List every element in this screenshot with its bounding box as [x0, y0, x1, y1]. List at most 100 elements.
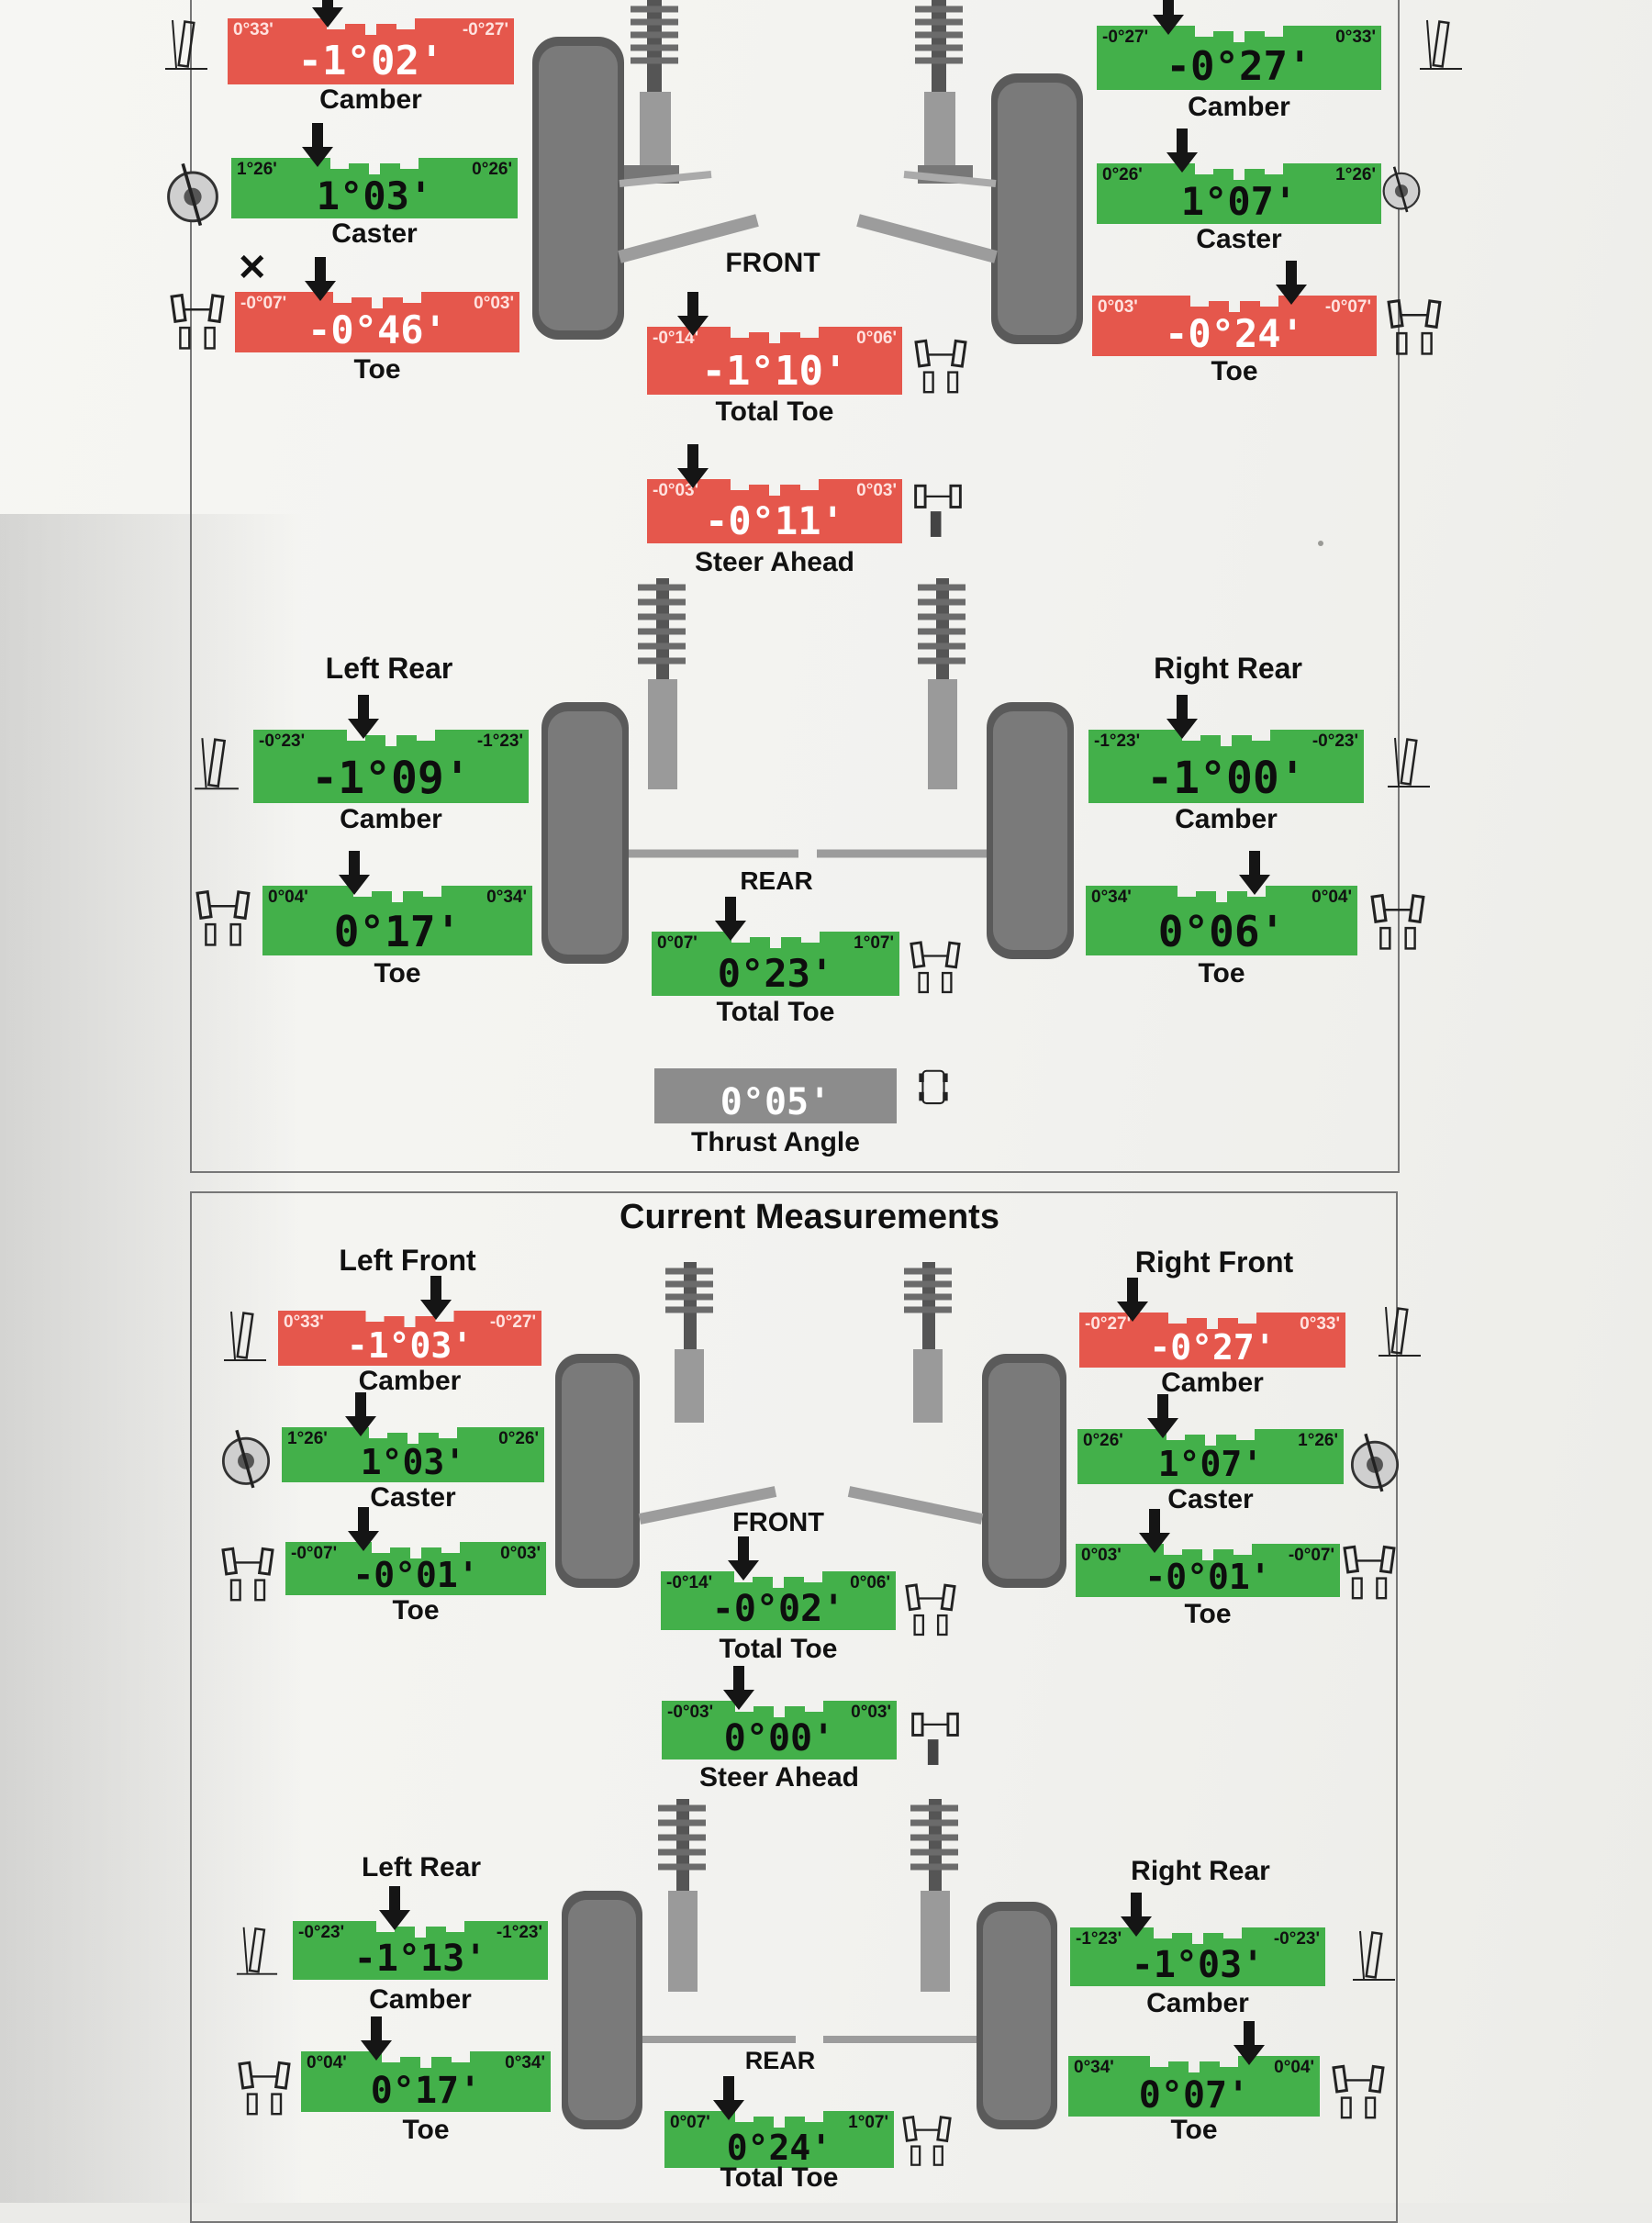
- arrow-down-icon: [1117, 1278, 1148, 1322]
- before-thrust-angle-bar-shape: [654, 1068, 897, 1123]
- before-lf-caster-caption: Caster: [331, 218, 418, 249]
- current-steer-ahead-bar: -0°03'0°03'0°00': [662, 1701, 897, 1759]
- before-lr-toe-min-limit: 0°04': [268, 888, 308, 907]
- arrow-down-icon: [1276, 261, 1307, 305]
- toe-icon: [914, 339, 967, 394]
- rear-axle-label: REAR: [740, 866, 813, 895]
- before-lr-camber-min-limit: -0°23': [259, 732, 306, 751]
- before-lf-camber-value: -1°02': [297, 38, 444, 84]
- caster-icon: [221, 1429, 271, 1489]
- current-rear-total-toe-max-limit: 1°07': [848, 2113, 888, 2132]
- before-lf-toe-min-limit: -0°07': [240, 294, 287, 313]
- before-lr-camber-bar-shape: [253, 730, 529, 803]
- current-lr-camber-min-limit: -0°23': [298, 1923, 345, 1942]
- current-rr-toe-value: 0°07': [1138, 2074, 1250, 2117]
- before-front-total-toe-bar: -0°14'0°06'-1°10': [647, 327, 902, 395]
- current-rf-caster-max-limit: 1°26': [1298, 1431, 1338, 1450]
- current-rr-camber-min-limit: -1°23': [1076, 1929, 1122, 1949]
- current-rf-caster-value: 1°07': [1157, 1444, 1264, 1484]
- current-steer-ahead-max-limit: 0°03': [851, 1703, 891, 1722]
- arrow-down-icon: [1152, 0, 1184, 35]
- current-rf-toe-bar-shape: [1076, 1544, 1340, 1597]
- before-rr-camber-gauge: -1°23'-0°23'-1°00': [1088, 730, 1364, 803]
- arrow-down-icon: [727, 1536, 759, 1581]
- current-rf-camber-max-limit: 0°33': [1300, 1314, 1340, 1334]
- before-rf-caster-bar: 0°26'1°26'1°07': [1097, 163, 1381, 224]
- current-lf-caster-bar: 1°26'0°26'1°03': [282, 1427, 544, 1482]
- current-lf-caster-gauge: 1°26'0°26'1°03': [282, 1427, 544, 1482]
- current-rf-toe-gauge: 0°03'-0°07'-0°01': [1076, 1544, 1340, 1597]
- current-steer-ahead-value: 0°00': [723, 1717, 835, 1759]
- current-rf-camber-bar-shape: [1079, 1313, 1345, 1368]
- left-rear-heading: Left Rear: [325, 652, 453, 685]
- current-rf-camber-bar: -0°27'0°33'-0°27': [1079, 1313, 1345, 1368]
- before-panel: [190, 0, 1400, 1173]
- current-rear-total-toe-caption: Total Toe: [720, 2162, 839, 2193]
- current-lr-camber-caption: Camber: [369, 1984, 472, 2015]
- current-lr-toe-bar: 0°04'0°34'0°17': [301, 2051, 551, 2112]
- right-rear-heading-current: Right Rear: [1131, 1856, 1270, 1886]
- before-front-total-toe-max-limit: 0°06': [856, 329, 897, 348]
- camber-icon: [236, 1927, 278, 1975]
- current-lf-toe-gauge: -0°07'0°03'-0°01': [285, 1542, 546, 1595]
- arrow-down-icon: [723, 1666, 755, 1710]
- camber-icon: [224, 1311, 266, 1361]
- arrow-down-icon: [344, 1392, 376, 1436]
- front-axle-label-current: FRONT: [732, 1508, 824, 1537]
- toe-icon: [902, 2115, 952, 2166]
- before-lr-toe-bar-shape: [262, 886, 532, 955]
- before-rf-toe-bar-shape: [1092, 296, 1377, 356]
- right-front-heading: Right Front: [1134, 1246, 1294, 1279]
- current-lf-toe-max-limit: 0°03': [500, 1544, 541, 1563]
- before-rf-camber-bar: -0°27'0°33'-0°27': [1097, 26, 1381, 90]
- left-front-heading: Left Front: [339, 1244, 476, 1277]
- current-lf-toe-caption: Toe: [392, 1595, 440, 1625]
- rear-suspension-illustration-current: [562, 1799, 1057, 2129]
- current-lf-camber-min-limit: 0°33': [284, 1313, 324, 1332]
- arrow-down-icon: [715, 897, 747, 941]
- before-rf-camber-gauge: -0°27'0°33'-0°27': [1097, 26, 1381, 90]
- before-lr-toe-max-limit: 0°34': [486, 888, 527, 907]
- camber-icon: [1420, 19, 1462, 70]
- arrow-down-icon: [1166, 695, 1198, 739]
- arrow-down-icon: [360, 2016, 392, 2061]
- rear-suspension-illustration: [541, 578, 1074, 964]
- current-front-total-toe-max-limit: 0°06': [850, 1573, 890, 1592]
- current-lr-camber-max-limit: -1°23': [496, 1923, 542, 1942]
- current-rr-toe-max-limit: 0°04': [1274, 2058, 1314, 2077]
- current-rear-total-toe-bar: 0°07'1°07'0°24': [664, 2111, 894, 2168]
- caster-icon: [1382, 166, 1421, 213]
- before-rf-toe-min-limit: 0°03': [1098, 297, 1138, 317]
- before-lf-caster-bar-shape: [231, 158, 518, 218]
- current-rf-caster-bar-shape: [1077, 1429, 1344, 1484]
- current-rf-caster-caption: Caster: [1167, 1484, 1254, 1514]
- left-strut: [624, 0, 679, 184]
- toe-icon: [195, 889, 251, 946]
- before-lr-camber-value: -1°09': [311, 753, 471, 803]
- current-lr-toe-bar-shape: [301, 2051, 551, 2112]
- current-rr-camber-bar: -1°23'-0°23'-1°03': [1070, 1927, 1325, 1986]
- before-lr-camber-caption: Camber: [340, 804, 442, 834]
- arrow-down-icon: [1146, 1394, 1178, 1438]
- before-rr-camber-min-limit: -1°23': [1094, 732, 1141, 751]
- before-steer-ahead-value: -0°11': [705, 498, 844, 543]
- before-rear-total-toe-min-limit: 0°07': [657, 933, 698, 953]
- toe-icon: [170, 293, 225, 350]
- toe-icon: [905, 1583, 956, 1637]
- before-rr-camber-max-limit: -0°23': [1312, 732, 1358, 751]
- current-rf-camber-gauge: -0°27'0°33'-0°27': [1079, 1313, 1345, 1368]
- before-front-total-toe-value: -1°10': [701, 348, 848, 395]
- rear-axle-label-current: REAR: [744, 2047, 816, 2074]
- thrust-icon: [919, 1069, 948, 1105]
- current-lf-camber-bar: 0°33'-0°27'-1°03': [278, 1311, 541, 1366]
- current-rr-toe-bar-shape: [1068, 2056, 1320, 2117]
- arrow-down-icon: [677, 292, 709, 336]
- current-front-total-toe-value: -0°02': [711, 1588, 845, 1630]
- before-lf-camber-max-limit: -0°27': [462, 20, 508, 39]
- current-front-total-toe-gauge: -0°14'0°06'-0°02': [661, 1571, 896, 1630]
- current-steer-ahead-caption: Steer Ahead: [699, 1762, 859, 1793]
- current-lf-camber-max-limit: -0°27': [489, 1313, 536, 1332]
- current-lf-toe-bar: -0°07'0°03'-0°01': [285, 1542, 546, 1595]
- before-lf-toe-bar-shape: [235, 292, 519, 352]
- before-lf-caster-min-limit: 1°26': [237, 160, 277, 179]
